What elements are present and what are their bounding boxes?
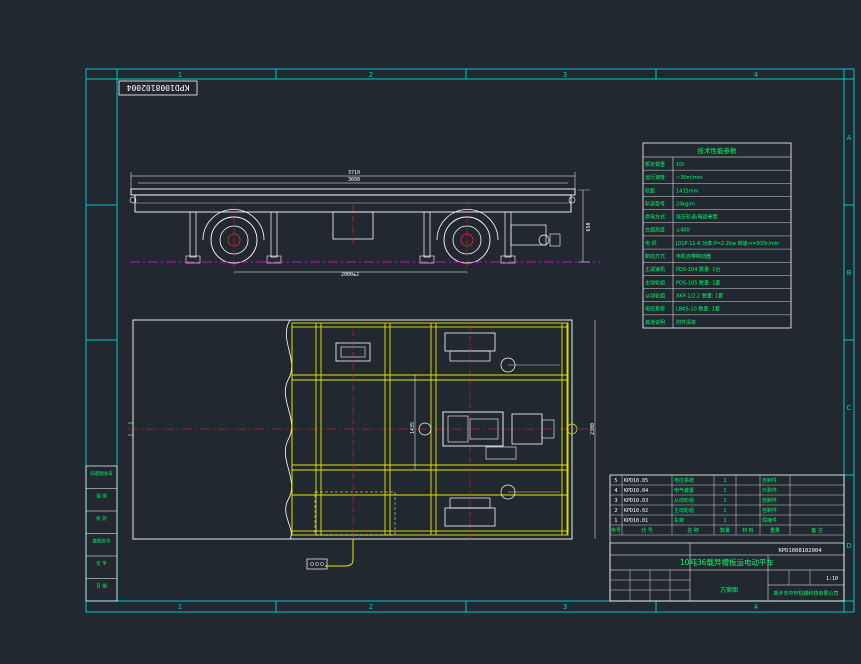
revision-label: 日 期: [96, 584, 107, 590]
side-elevation-view[interactable]: 3710 3600: [129, 170, 600, 278]
parts-cell-name: 车架: [674, 517, 684, 524]
spec-row-value: 电机自带制动器: [676, 253, 711, 260]
spec-table-title: 技术性能参数: [698, 146, 738, 155]
parts-header-cell: 材 料: [742, 527, 754, 534]
col-label-4: 4: [754, 71, 759, 79]
parts-cell-name: 电气装置: [674, 487, 694, 494]
dim-plan-gauge: 1435: [410, 422, 416, 434]
row-label-C: C: [847, 404, 852, 412]
spec-row-label: 轨道型号: [645, 200, 665, 207]
col-label-3: 3: [563, 71, 567, 79]
spec-row-label: 额定载重: [645, 161, 665, 168]
spec-row-label: 其他说明: [645, 319, 665, 326]
title-drawing-name: 10吨36载异槽板运电动平车: [680, 557, 775, 567]
rotated-number-box: KPD1008102004: [118, 80, 198, 96]
spec-row-value: 附件清单: [676, 319, 696, 326]
spec-table[interactable]: 技术性能参数 额定载重 10t 运行速度 ~30m/min 轨距 1435mm 轨道型号 24…: [642, 142, 792, 329]
parts-cell-qty: 1: [723, 518, 726, 524]
parts-cell-code: KPD10.03: [624, 498, 648, 504]
pendant-controller[interactable]: [306, 558, 328, 570]
parts-cell-name: 主动轮组: [674, 507, 694, 514]
parts-cell-no: 1: [614, 518, 617, 524]
spec-row-label: 从动轮组: [645, 292, 665, 299]
spec-row-value: ≤400: [676, 228, 690, 234]
rotated-drawing-number: KPD1008102004: [127, 83, 190, 92]
revision-label: 签 字: [96, 560, 107, 567]
col-label-1-bottom: 1: [178, 603, 182, 611]
spec-row-label: 制动方式: [645, 253, 665, 260]
row-label-D: D: [846, 542, 851, 550]
parts-cell-no: 5: [614, 478, 617, 484]
parts-cell-note: 外购件: [762, 487, 777, 494]
parts-cell-no: 3: [614, 498, 617, 504]
parts-header-cell: 序号: [611, 527, 621, 534]
spec-row-label: 台面高度: [645, 227, 665, 234]
spec-row-value: JD1P-11-6 功率:P=2.2kw 转速:n=935r/min: [675, 240, 779, 247]
spec-row-label: 电 机: [645, 240, 657, 247]
revision-label: 描 图: [96, 493, 107, 500]
parts-cell-qty: 1: [723, 498, 726, 504]
parts-header-cell: 数量: [720, 527, 730, 534]
title-company: 新乡市中轩机械科技有限公司: [773, 590, 838, 597]
parts-header-cell: 名 称: [687, 527, 699, 534]
spec-row-value: 1435mm: [676, 188, 699, 194]
parts-cell-qty: 1: [723, 508, 726, 514]
spec-row-label: 运行速度: [645, 174, 665, 181]
spec-row-value: PDS-104 数量: 1台: [676, 266, 720, 273]
row-label-B: B: [847, 269, 852, 277]
spec-row-label: 电控系统: [645, 306, 665, 313]
spec-row-label: 主动轮组: [645, 279, 665, 286]
parts-cell-code: KPD10.04: [624, 488, 648, 494]
revision-label: 底图总号: [93, 538, 111, 545]
title-drawing-number: KPD1008102004: [778, 548, 822, 554]
col-label-1: 1: [178, 71, 182, 79]
spec-row-label: 供电方式: [645, 214, 665, 221]
spec-row-value: XKP-1/2.2 数量: 1套: [676, 292, 723, 299]
plan-view[interactable]: 2300 1435: [128, 319, 596, 570]
parts-cell-no: 4: [614, 488, 617, 494]
spec-row-value: 24kg/m: [676, 201, 695, 207]
revision-label: 校 对: [96, 515, 107, 522]
parts-cell-code: KPD10.02: [624, 508, 648, 514]
parts-cell-qty: 1: [723, 488, 726, 494]
dim-wheelbase: 2000±2: [341, 272, 359, 278]
col-label-3-bottom: 3: [563, 603, 567, 611]
spec-row-value: 10t: [676, 162, 684, 168]
parts-cell-note: 焊接件: [762, 517, 777, 524]
spec-row-value: PDS-105 数量: 1套: [676, 279, 720, 286]
parts-header-cell: 备 注: [811, 527, 823, 534]
spec-row-value: ~30m/min: [676, 175, 703, 181]
parts-header-cell: 重量: [770, 527, 780, 534]
spec-row-value: LBKS-10 数量: 1套: [676, 306, 720, 313]
parts-cell-name: 从动轮组: [674, 497, 694, 504]
col-label-2: 2: [369, 71, 373, 79]
title-block[interactable]: KPD1008102004 10吨36载异槽板运电动平车 1:10 方案图 新乡…: [609, 542, 845, 602]
parts-cell-code: KPD10.01: [624, 518, 648, 524]
spec-row-label: 轨距: [645, 187, 655, 194]
title-sheet-label: 方案图: [720, 586, 738, 594]
parts-cell-note: 自制件: [762, 507, 777, 514]
revision-label: 旧底图总号: [90, 470, 113, 477]
row-label-A: A: [847, 134, 852, 142]
parts-cell-name: 电控系统: [674, 477, 694, 484]
dim-height: 650: [586, 222, 592, 231]
spec-row-value: 低压轨道/电缆卷筒: [676, 214, 718, 221]
col-label-2-bottom: 2: [369, 603, 373, 611]
parts-cell-note: 自制件: [762, 477, 777, 484]
parts-cell-note: 自制件: [762, 497, 777, 504]
dim-plan-width: 2300: [590, 423, 596, 435]
dim-overall-length-top: 3710: [348, 170, 360, 176]
col-label-4-bottom: 4: [754, 603, 759, 611]
title-scale: 1:10: [826, 576, 838, 582]
parts-header-cell: 代 号: [641, 527, 653, 534]
parts-cell-code: KPD10.05: [624, 478, 648, 484]
parts-cell-qty: 1: [723, 478, 726, 484]
dim-overall-length-inner: 3600: [348, 177, 360, 183]
parts-cell-no: 2: [614, 508, 617, 514]
spec-row-label: 主减速机: [645, 266, 665, 273]
